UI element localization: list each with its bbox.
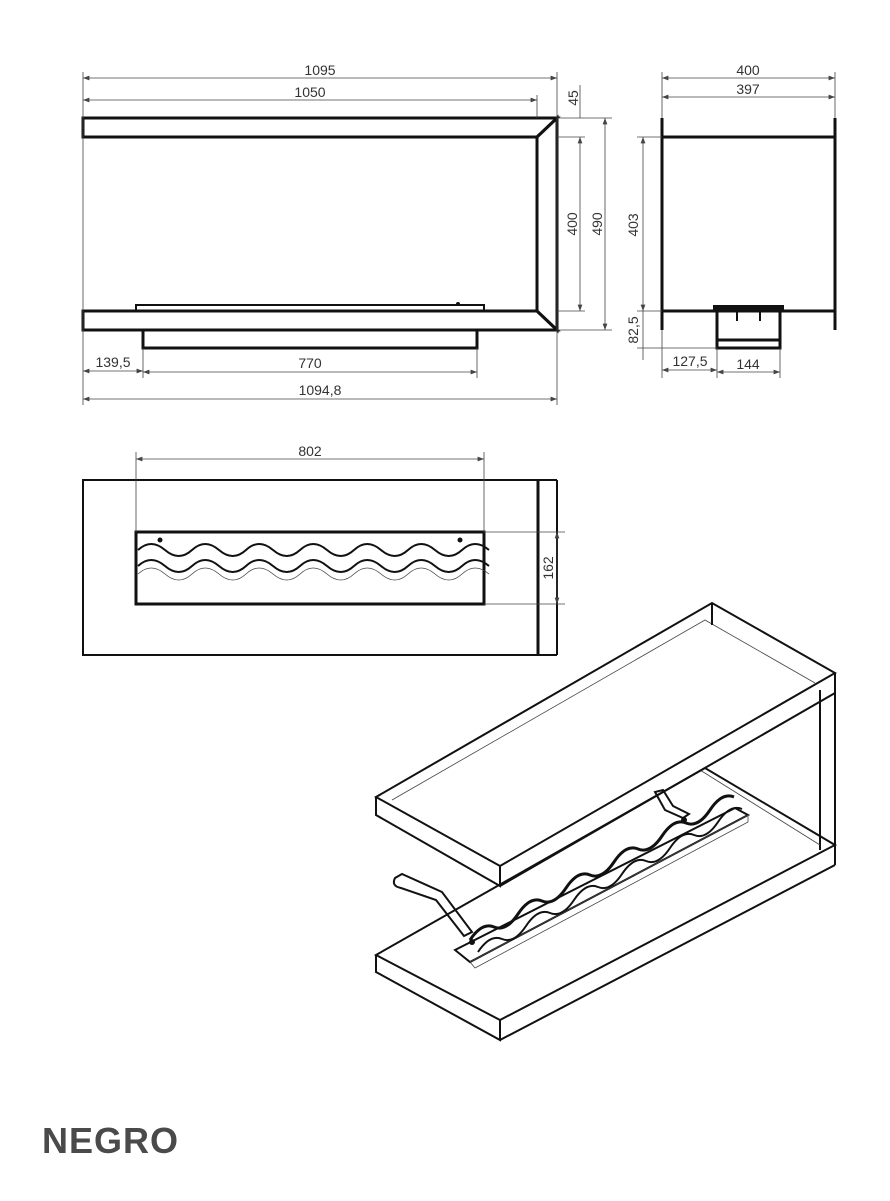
- dim-82-5: 82,5: [625, 316, 641, 343]
- dim-400-depth: 400: [736, 62, 760, 78]
- dim-400-height: 400: [564, 212, 580, 236]
- top-view: 802 162: [82, 443, 565, 656]
- dim-490: 490: [589, 212, 605, 236]
- dim-403: 403: [625, 213, 641, 237]
- dim-162: 162: [540, 556, 556, 580]
- dim-144: 144: [736, 356, 760, 372]
- side-panel: [535, 114, 559, 334]
- burner-box: [141, 328, 479, 350]
- color-name-label: NEGRO: [42, 1120, 180, 1161]
- top-shelf: [81, 116, 561, 139]
- side-burner-box: [715, 305, 782, 350]
- isometric-view: [373, 601, 838, 1042]
- front-view: 1095 1050 45 400 490 139,5 770 1094,8: [81, 62, 612, 405]
- dim-127-5: 127,5: [672, 353, 707, 369]
- dim-45: 45: [565, 90, 581, 106]
- dim-1050: 1050: [294, 84, 325, 100]
- bottom-slab: [81, 309, 561, 332]
- dim-1094-8: 1094,8: [299, 382, 342, 398]
- dim-770: 770: [298, 355, 322, 371]
- top-burner: [134, 530, 486, 606]
- dim-397: 397: [736, 81, 760, 97]
- dim-1095: 1095: [304, 62, 335, 78]
- burner-top-plate: [135, 304, 485, 312]
- dim-139-5: 139,5: [95, 354, 130, 370]
- side-view: 400 397 403 82,5 127,5 144: [625, 62, 837, 378]
- dim-802: 802: [298, 443, 322, 459]
